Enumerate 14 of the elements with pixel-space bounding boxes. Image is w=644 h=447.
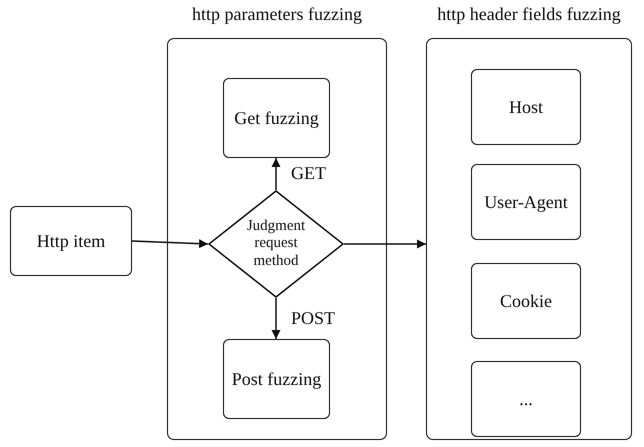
process-box: Cookie <box>471 263 581 339</box>
group-heading: http header fields fuzzing <box>436 4 622 25</box>
group-heading: http parameters fuzzing <box>191 4 363 25</box>
process-box: Http item <box>10 206 132 276</box>
decision-diamond: Judgment request method <box>208 190 344 298</box>
arrow <box>344 240 426 248</box>
process-box: Get fuzzing <box>223 78 330 158</box>
arrow <box>272 298 280 339</box>
process-box: Host <box>471 69 581 145</box>
arrow <box>132 239 208 248</box>
process-box: ... <box>471 361 581 437</box>
arrow <box>272 158 280 190</box>
process-box: User-Agent <box>471 164 581 240</box>
process-box: Post fuzzing <box>223 339 330 419</box>
